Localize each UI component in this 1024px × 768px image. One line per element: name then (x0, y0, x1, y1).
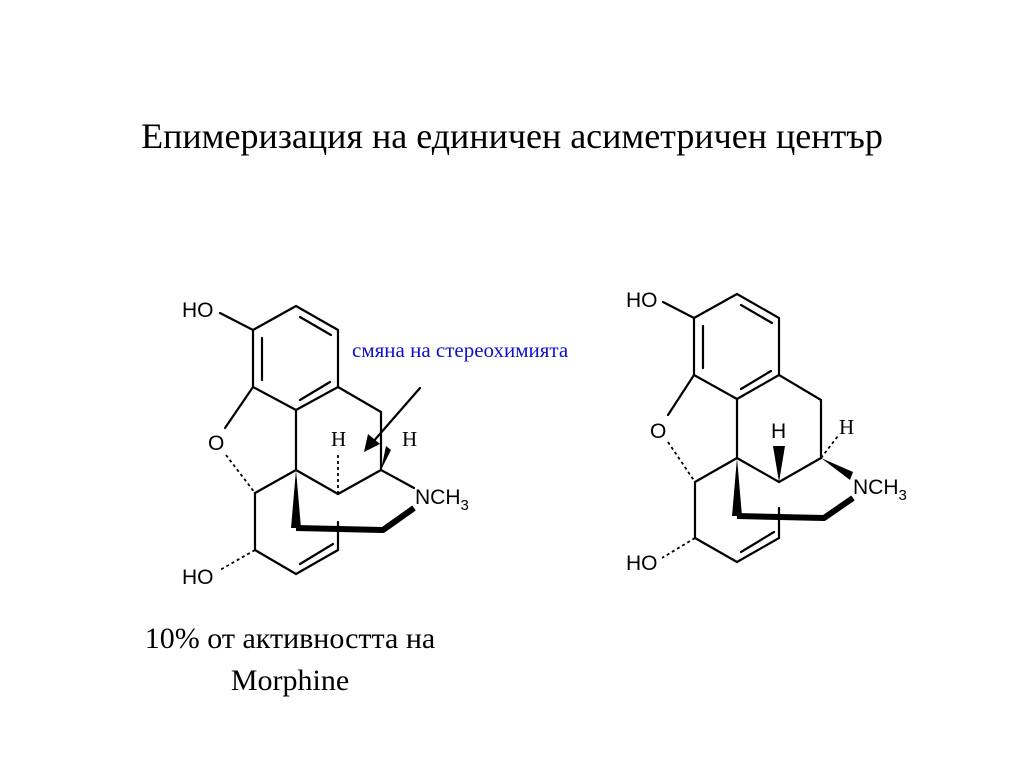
caption-line-1: 10% от активността на (144, 622, 436, 655)
aromatic-double-bond (739, 303, 774, 325)
stereochem-annotation: смяна на стереохимията (352, 338, 569, 362)
atom-ho-bottom: HO (626, 552, 658, 575)
aromatic-double-bond (298, 315, 333, 337)
bond-c5-c13 (693, 456, 739, 484)
bond-c7-c8-double (298, 542, 335, 566)
bond-c9-n (379, 468, 416, 490)
molecule-epimer: HO O HO H H NCH3 смяна на стереохимията (182, 299, 569, 589)
bond-ar-o (223, 385, 255, 430)
atom-ho-top: HO (626, 289, 658, 312)
atom-ho-bottom: HO (182, 566, 214, 589)
atom-ho-top: HO (182, 299, 214, 322)
molecule-morphine: HO O HO H H NCH3 (626, 289, 907, 575)
atom-h-c14: H (771, 420, 786, 443)
atom-o: O (650, 420, 666, 443)
bond-o-c5-dashed (667, 441, 696, 483)
activity-caption: 10% от активността на Morphine (100, 618, 480, 702)
atom-h-c14: H (331, 427, 346, 451)
bond-c9-n-wedge (821, 458, 853, 480)
atom-nch3: NCH3 (415, 486, 469, 514)
bond-c6-oh-dashed (661, 537, 696, 559)
bond-ar-c10 (777, 373, 823, 402)
arrow-head (364, 434, 380, 452)
atom-nch3: NCH3 (853, 476, 907, 504)
atom-h-c9: H (839, 415, 854, 439)
bond-c9-c14 (336, 468, 383, 496)
bond-c7-c8 (735, 536, 781, 564)
bridge-bold-bonds (295, 505, 416, 533)
bond-ho (218, 311, 255, 332)
bridge-wedge (291, 470, 301, 528)
aromatic-double-bond (298, 380, 332, 402)
bond-ho (661, 300, 696, 320)
bond-ar-o (666, 373, 696, 417)
bond-c13-c14 (294, 468, 340, 496)
bridge-bold-bonds (736, 495, 855, 521)
bond-c13-c14 (735, 456, 781, 484)
bond-c9-h-wedge (381, 446, 391, 470)
bond-c7-c8-double (739, 530, 776, 554)
bond-c14-h-wedge (773, 446, 785, 482)
bond-c9-c14 (777, 456, 823, 484)
atom-h-c9: H (402, 427, 417, 451)
arrow-line (370, 386, 422, 445)
bridge-wedge (732, 458, 742, 516)
slide-title: Епимеризация на единичен асиметричен цен… (141, 116, 883, 156)
bond-c6-c7 (693, 536, 739, 564)
bond-c6-oh-dashed (219, 549, 256, 571)
bond-o-c5-dashed (225, 454, 256, 494)
bond-c5-c13 (253, 468, 298, 495)
bond-c9-h-dashed (820, 435, 839, 459)
atom-o: O (208, 432, 224, 455)
aromatic-ring (692, 292, 781, 401)
bond-c7-c8 (294, 548, 340, 576)
bond-ar-c10 (336, 385, 383, 414)
bond-c6-c7 (253, 548, 298, 576)
aromatic-double-bond (739, 369, 773, 391)
caption-line-2: Morphine (230, 664, 350, 697)
aromatic-ring (251, 304, 340, 412)
